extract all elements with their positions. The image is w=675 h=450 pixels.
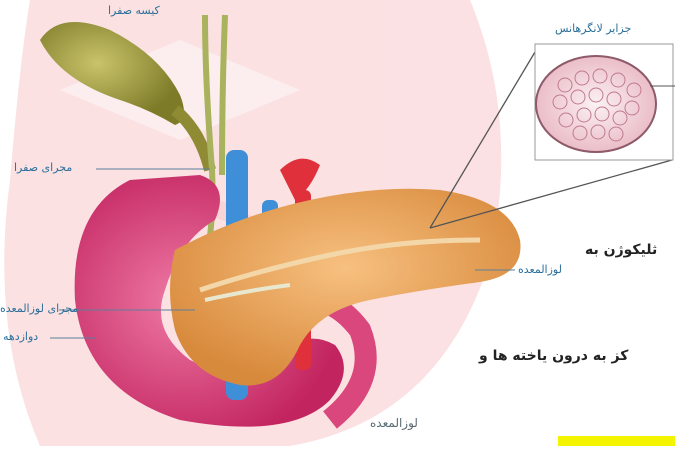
pancreas-label-bottom: لوزالمعده [370, 416, 418, 430]
pancreas-label-right: لوزالمعده [518, 263, 562, 276]
text-highlight [558, 436, 675, 446]
duodenum-label: دوازدهه [3, 330, 38, 343]
bile-duct-label: مجرای صفرا [14, 161, 72, 174]
text-fragment-2: کز به درون یاخته ها و [479, 348, 628, 364]
gallbladder-label: کیسه صفرا [108, 4, 160, 17]
islets-label: جزایر لانگرهانس [555, 22, 631, 35]
text-fragment-1: ثلیکوژن به [585, 242, 657, 258]
pancreatic-duct-label: مجرای لوزالمعده [0, 302, 78, 315]
